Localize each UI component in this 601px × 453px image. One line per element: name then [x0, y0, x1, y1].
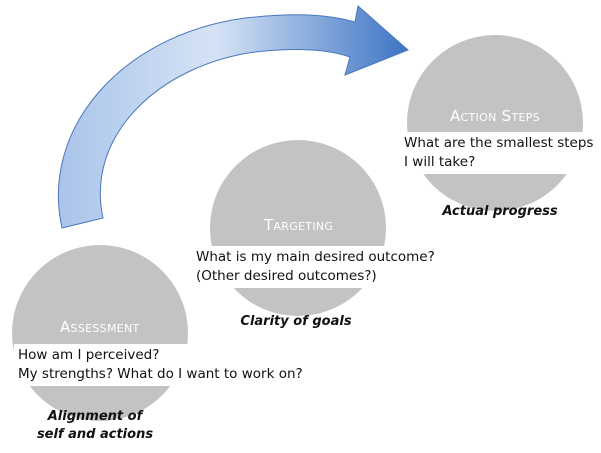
assessment-circle: [12, 245, 188, 421]
assessment-outcome-line-1: Alignment of: [47, 409, 143, 424]
curved-arrow-icon: [57, 5, 409, 229]
targeting-title: Targeting: [264, 216, 334, 234]
action-steps-outcome-line-1: Actual progress: [442, 204, 558, 219]
targeting-questions: What is my main desired outcome? (Other …: [192, 246, 435, 288]
action-steps-question-1: What are the smallest steps: [404, 135, 594, 151]
assessment-outcome-line-2: self and actions: [36, 427, 154, 442]
assessment-question-1: How am I perceived?: [18, 347, 160, 363]
assessment-outcome: Alignment of self and actions: [20, 408, 170, 444]
targeting-outcome-line-1: Clarity of goals: [240, 314, 352, 329]
targeting-outcome: Clarity of goals: [226, 313, 366, 331]
action-steps-questions: What are the smallest steps I will take?: [400, 132, 598, 174]
targeting-question-1: What is my main desired outcome?: [196, 249, 435, 265]
assessment-questions: How am I perceived? My strengths? What d…: [14, 344, 314, 386]
assessment-title: Assessment: [60, 318, 140, 336]
action-steps-question-2: I will take?: [404, 154, 476, 170]
action-steps-circle: [407, 35, 583, 211]
action-steps-title: Action Steps: [450, 107, 540, 125]
action-steps-outcome: Actual progress: [432, 203, 568, 221]
assessment-question-2: My strengths? What do I want to work on?: [18, 366, 303, 382]
targeting-question-2: (Other desired outcomes?): [196, 268, 377, 284]
